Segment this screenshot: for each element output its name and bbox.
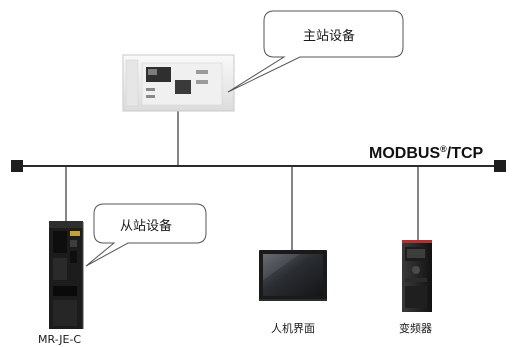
protocol-main: MODBUS <box>369 145 441 162</box>
slave-callout-bubble <box>85 203 207 267</box>
network-bus <box>11 160 506 172</box>
plc-master-device <box>122 54 235 112</box>
master-callout-text: 主站设备 <box>303 29 356 44</box>
registered-mark: ® <box>440 144 447 154</box>
bus-end-right <box>494 160 506 172</box>
inverter-label: 变频器 <box>399 322 432 335</box>
servo-amplifier-device <box>49 221 84 329</box>
protocol-label: MODBUS®/TCP <box>369 144 483 163</box>
protocol-suffix: /TCP <box>446 145 484 162</box>
drop-lines <box>65 111 419 251</box>
inverter-device <box>402 240 432 312</box>
servo-label: MR-JE-C <box>38 333 82 346</box>
master-callout-bubble <box>227 10 404 93</box>
bus-end-left <box>11 160 23 172</box>
hmi-touch-panel-device <box>259 250 327 301</box>
slave-callout-text: 从站设备 <box>120 219 173 234</box>
hmi-label: 人机界面 <box>271 322 315 335</box>
